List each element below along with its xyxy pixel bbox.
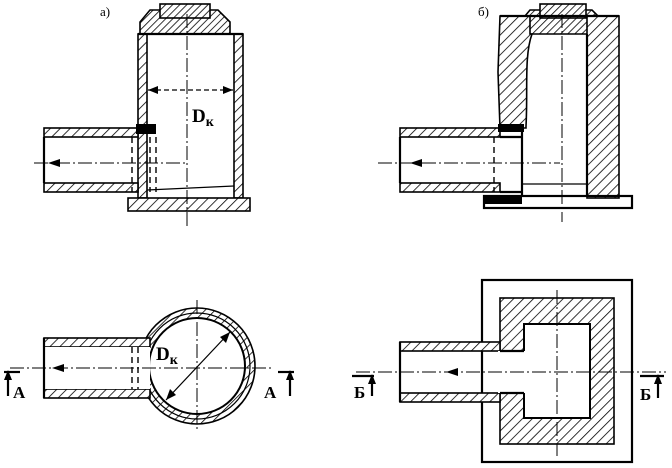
view-a-plan-diameter-label: Dк (156, 344, 179, 368)
view-b-plan-pipe-bottom-wall (399, 392, 501, 403)
view-a-plan-flow-arrow (52, 364, 64, 372)
view-b-plan-outer-frame (480, 278, 634, 464)
view-a-plan-pipe-top-wall (43, 337, 151, 348)
view-b-pipe-bottom-wall (399, 182, 501, 193)
view-b-plan: Б Б (352, 278, 666, 464)
view-b-hatch-grill (539, 3, 587, 19)
view-b-plan-pipe-top-wall (399, 341, 501, 352)
view-a-shaft-left-wall (137, 33, 148, 199)
view-b-left-wall (497, 15, 534, 129)
view-a-plan-diameter-arrow-1 (166, 389, 176, 400)
view-a-plan-diameter-line (165, 331, 231, 401)
section-a-right-label: А (264, 383, 277, 402)
section-b-right-label: Б (640, 385, 651, 404)
view-b-pipe-collar (498, 124, 524, 132)
view-b-base-dark (484, 196, 522, 204)
view-b-elevation: б) (378, 3, 634, 222)
section-b-left-marker: Б (352, 374, 376, 402)
section-b-left-label: Б (354, 383, 365, 402)
view-a-base-plate (127, 197, 251, 212)
view-a-plan-pipe-bottom-wall (43, 388, 151, 399)
view-b-label: б) (478, 4, 489, 19)
view-b-pipe-top-wall (399, 127, 501, 138)
view-a-diameter-label: Dк (192, 106, 215, 130)
section-a-left-label: А (13, 383, 26, 402)
section-a-right-marker: А (264, 370, 294, 402)
view-a-pipe-collar (136, 124, 156, 134)
view-a-pipe-top-wall (43, 127, 139, 138)
view-a-label: а) (100, 4, 110, 19)
view-a-pipe-bottom-wall (43, 182, 139, 193)
view-b-right-wall (586, 15, 620, 199)
view-a-diameter-arrow-left (148, 86, 158, 94)
view-a-floor-line (146, 185, 235, 191)
section-a-left-marker: А (4, 370, 26, 402)
view-a-elevation: Dк а) (34, 3, 251, 226)
view-a-plan: Dк А А (4, 300, 294, 432)
section-b-right-marker: Б (640, 374, 664, 404)
view-a-hatch-grill (159, 3, 211, 19)
view-b-flow-arrow (410, 159, 422, 167)
view-a-shaft-right-wall (233, 33, 244, 199)
view-b-plan-flow-arrow (446, 368, 458, 376)
view-a-plan-diameter-arrow-2 (220, 332, 230, 343)
view-a-diameter-arrow-right (223, 86, 233, 94)
view-a-flow-arrow (48, 159, 60, 167)
